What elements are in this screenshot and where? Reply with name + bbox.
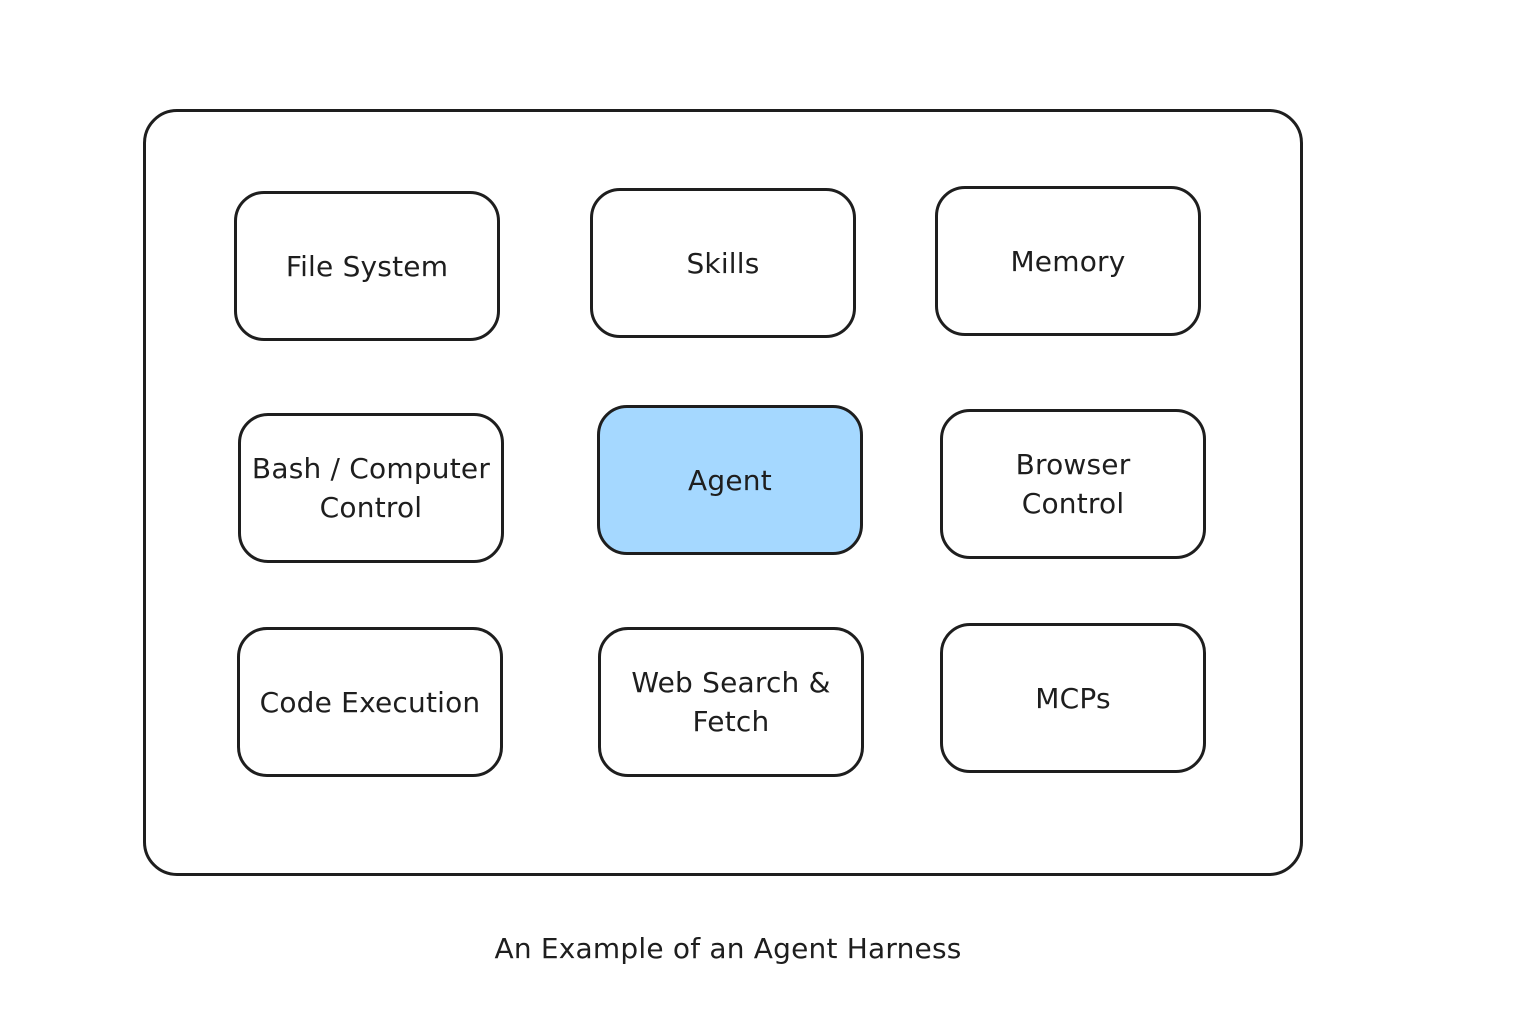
node-label: Agent — [688, 463, 772, 497]
harness-container — [143, 109, 1303, 876]
node-web-search-fetch: Web Search & Fetch — [598, 627, 864, 777]
node-label: Browser Control — [1015, 448, 1131, 520]
node-mcps: MCPs — [940, 623, 1206, 773]
diagram-caption: An Example of an Agent Harness — [494, 932, 962, 965]
node-browser-control: Browser Control — [940, 409, 1206, 559]
node-label: Web Search & Fetch — [631, 666, 831, 738]
node-label: Bash / Computer Control — [251, 452, 491, 524]
node-bash-computer-control: Bash / Computer Control — [238, 413, 504, 563]
node-label: MCPs — [1035, 681, 1111, 715]
node-agent: Agent — [597, 405, 863, 555]
node-code-execution: Code Execution — [237, 627, 503, 777]
node-memory: Memory — [935, 186, 1201, 336]
node-label: File System — [285, 249, 449, 283]
node-label: Skills — [686, 246, 760, 280]
node-skills: Skills — [590, 188, 856, 338]
node-label: Code Execution — [259, 685, 481, 719]
node-file-system: File System — [234, 191, 500, 341]
node-label: Memory — [1010, 244, 1126, 278]
